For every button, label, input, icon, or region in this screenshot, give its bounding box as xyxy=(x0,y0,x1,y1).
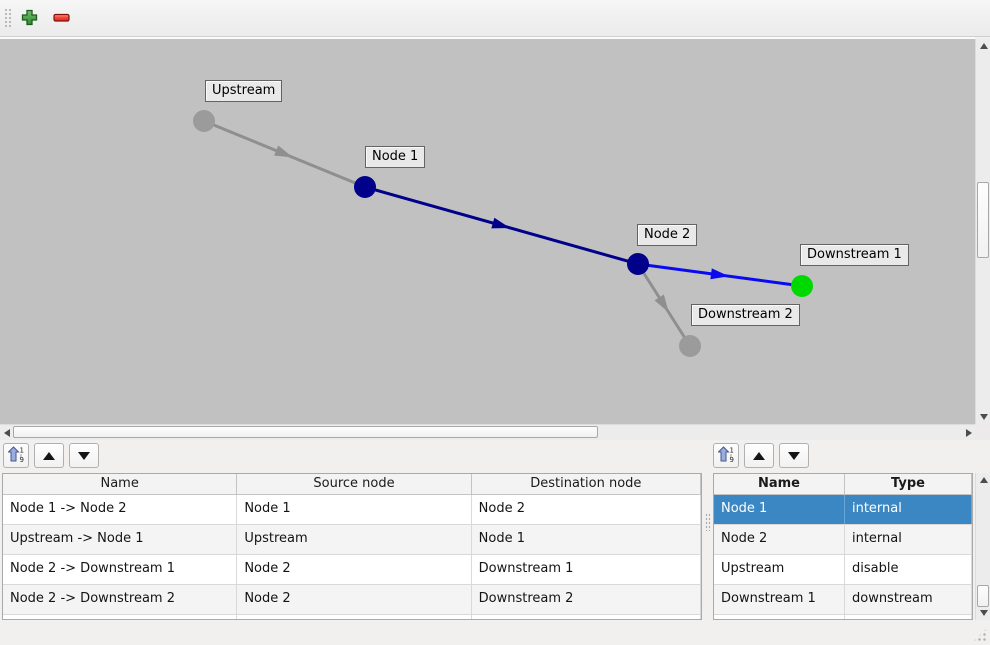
graph-node[interactable] xyxy=(193,110,215,132)
table-cell: Node 2 xyxy=(237,555,472,584)
plus-icon xyxy=(20,8,39,30)
table-cell: internal xyxy=(845,495,972,524)
svg-text:9: 9 xyxy=(729,456,733,463)
arrow-left-icon xyxy=(3,429,10,437)
table-empty-area xyxy=(3,615,701,619)
column-header[interactable]: Name xyxy=(714,474,845,494)
vertical-scroll-thumb[interactable] xyxy=(977,585,989,607)
table-cell: Node 2 -> Downstream 1 xyxy=(3,555,238,584)
table-cell: internal xyxy=(845,525,972,554)
table-cell: Node 2 -> Downstream 2 xyxy=(3,585,238,614)
table-empty-area xyxy=(714,615,972,619)
scrollbar-corner xyxy=(975,424,990,440)
graph-node[interactable] xyxy=(627,253,649,275)
sort-ascending-icon: 1 9 xyxy=(6,445,25,466)
canvas-vertical-scrollbar[interactable] xyxy=(975,39,990,424)
table-cell: Node 1 xyxy=(237,495,472,524)
table-cell: downstream xyxy=(845,585,972,614)
graph-node[interactable] xyxy=(791,275,813,297)
canvas-horizontal-scrollbar[interactable] xyxy=(0,424,975,440)
table-cell: Downstream 1 xyxy=(714,585,845,614)
node-label[interactable]: Downstream 2 xyxy=(691,304,800,326)
table-cell: Downstream 1 xyxy=(472,555,701,584)
scroll-down-button[interactable] xyxy=(976,410,990,424)
nodes-sort-button[interactable]: 1 9 xyxy=(713,443,739,468)
toolbar-drag-handle[interactable] xyxy=(4,8,12,29)
arrow-up-icon xyxy=(979,477,988,483)
move-down-icon xyxy=(78,451,90,460)
node-label[interactable]: Upstream xyxy=(205,80,283,102)
table-cell: Upstream xyxy=(237,525,472,554)
move-down-icon xyxy=(788,451,800,460)
add-button[interactable] xyxy=(17,7,41,31)
nodes-move-up-button[interactable] xyxy=(744,443,774,468)
node-label[interactable]: Node 1 xyxy=(365,146,426,168)
nodes-table-scrollbar[interactable] xyxy=(975,473,990,620)
scroll-left-button[interactable] xyxy=(0,425,13,441)
table-cell: Node 1 xyxy=(472,525,701,554)
window-resize-grip[interactable] xyxy=(972,627,988,643)
arrow-up-icon xyxy=(979,43,988,49)
arrow-right-icon xyxy=(965,429,972,437)
table-cell: Upstream -> Node 1 xyxy=(3,525,238,554)
nodes-move-down-button[interactable] xyxy=(779,443,809,468)
arrow-down-icon xyxy=(979,610,988,616)
scroll-up-button[interactable] xyxy=(976,473,990,487)
table-cell: Node 2 xyxy=(237,585,472,614)
sort-ascending-icon: 1 9 xyxy=(716,445,735,466)
panel-splitter-handle[interactable] xyxy=(705,513,710,531)
column-header[interactable]: Type xyxy=(845,474,972,494)
table-cell: Node 2 xyxy=(472,495,701,524)
node-label[interactable]: Node 2 xyxy=(637,224,698,246)
graph-node[interactable] xyxy=(354,176,376,198)
horizontal-scroll-thumb[interactable] xyxy=(13,426,598,438)
move-up-icon xyxy=(753,451,765,460)
table-cell: Upstream xyxy=(714,555,845,584)
arrow-down-icon xyxy=(979,414,988,420)
column-header[interactable]: Name xyxy=(3,474,238,494)
svg-text:1: 1 xyxy=(19,446,23,454)
remove-button[interactable] xyxy=(49,7,73,31)
edges-sort-button[interactable]: 1 9 xyxy=(3,443,29,468)
graph-node[interactable] xyxy=(679,335,701,357)
move-up-icon xyxy=(43,451,55,460)
edge-arrow-icon xyxy=(710,268,729,280)
svg-text:9: 9 xyxy=(19,456,23,463)
edges-move-down-button[interactable] xyxy=(69,443,99,468)
table-cell: disable xyxy=(845,555,972,584)
column-header[interactable]: Source node xyxy=(237,474,472,494)
vertical-scroll-thumb[interactable] xyxy=(977,182,989,258)
edge-arrow-icon xyxy=(491,217,511,229)
edge-arrow-icon xyxy=(274,145,293,158)
table-cell: Downstream 2 xyxy=(472,585,701,614)
table-cell: Node 1 -> Node 2 xyxy=(3,495,238,524)
node-label[interactable]: Downstream 1 xyxy=(800,244,909,266)
minus-icon xyxy=(52,8,71,30)
scroll-down-button[interactable] xyxy=(976,606,990,620)
scroll-right-button[interactable] xyxy=(962,425,975,441)
main-toolbar xyxy=(0,0,990,37)
edge-arrow-icon xyxy=(654,294,669,313)
svg-text:1: 1 xyxy=(729,446,733,454)
edges-move-up-button[interactable] xyxy=(34,443,64,468)
table-cell: Node 2 xyxy=(714,525,845,554)
column-header[interactable]: Destination node xyxy=(472,474,701,494)
graph-drawing xyxy=(193,110,813,357)
scroll-up-button[interactable] xyxy=(976,39,990,53)
table-cell: Node 1 xyxy=(714,495,845,524)
